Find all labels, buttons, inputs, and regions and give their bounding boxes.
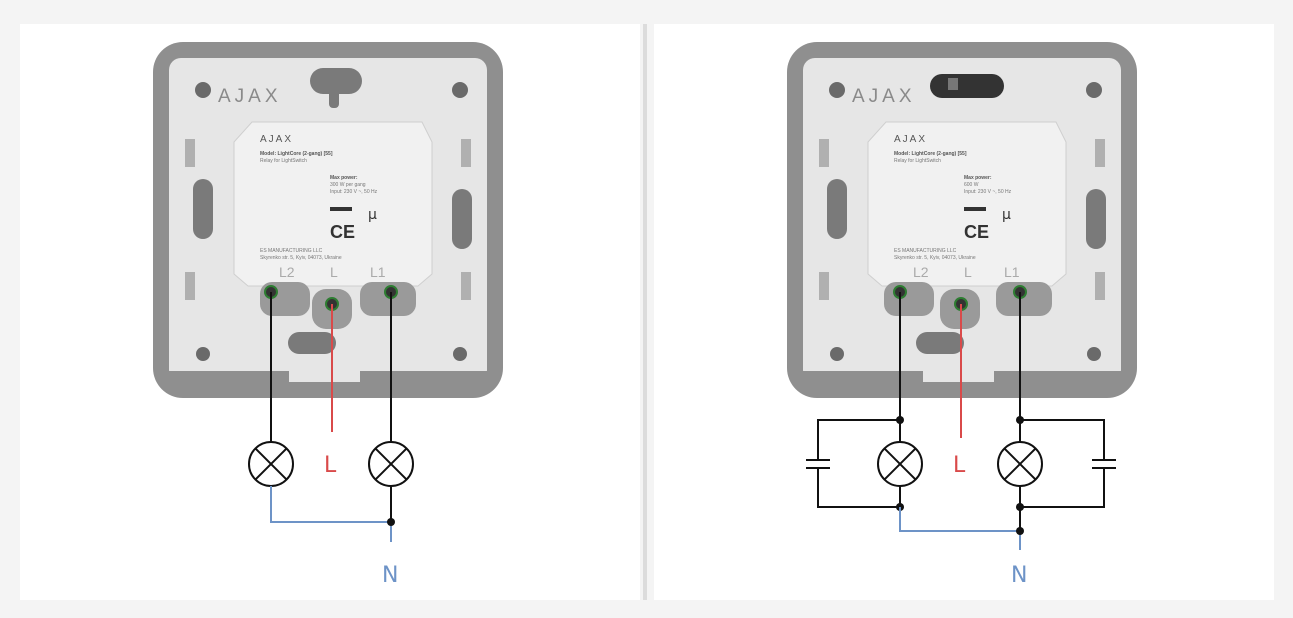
terminal-label-l2: L2 [279,264,295,280]
lamp-icon-l1 [368,441,414,487]
terminal-label-l: L [964,264,972,280]
max-power-heading: Max power: [964,175,992,181]
terminal-label-l1: L1 [1004,264,1020,280]
relay-model-label: Model: LightCore (2-gang) [55] [260,151,333,157]
diagram-canvas: AJAX AJAX Model: LightCore (2-gang) [55]… [787,42,1137,588]
micro-disconnect-mark: μ [368,207,377,223]
neutral-junction [387,518,395,526]
plate-brand-logo: AJAX [218,86,282,107]
screw-hole-bottom-right [1087,347,1101,361]
wiring-diagram-without-capacitors: AJAX AJAX Model: LightCore (2-gang) [55]… [20,24,640,600]
capacitor-loop-right [1020,419,1105,454]
manufacturer-line2: Skyrenko str. 5, Kyiv, 04073, Ukraine [894,255,976,261]
relay-device: AJAX AJAX Model: LightCore (2-gang) [55]… [787,42,1137,398]
mounting-keyhole-top [310,68,362,94]
mounting-keyhole-top [930,74,1004,98]
input-rating-label: Input: 230 V ~, 50 Hz [964,189,1012,195]
relay-body [233,121,433,287]
max-power-heading: Max power: [330,175,358,181]
relay-body [867,121,1067,287]
terminal-label-l: L [330,264,338,280]
ce-mark: CE [964,222,989,242]
max-power-value: 600 W [964,182,979,188]
neutral-bus [270,486,391,523]
screw-hole-top-left [829,82,845,98]
neutral-bus [899,507,1020,532]
max-power-value: 300 W per gang [330,182,366,188]
lamp-icon-l2 [877,441,923,487]
panel-divider [643,24,647,600]
input-rating-label: Input: 230 V ~, 50 Hz [330,189,378,195]
relay-subtitle-label: Relay for LightSwitch [894,158,941,164]
live-label: L [953,453,966,478]
micro-disconnect-mark: μ [1002,207,1011,223]
wiring [248,292,414,542]
neutral-junction [1016,527,1024,535]
screw-hole-top-right [452,82,468,98]
capacitor-icon-left [806,454,830,474]
screw-hole-bottom-left [196,347,210,361]
capacitor-loop-left [817,419,900,454]
screw-hole-bottom-right [453,347,467,361]
wiring [806,292,1116,550]
relay-model-label: Model: LightCore (2-gang) [55] [894,151,967,157]
terminal-label-l2: L2 [913,264,929,280]
wiring-diagram-with-capacitors: AJAX AJAX Model: LightCore (2-gang) [55]… [654,24,1274,600]
screw-hole-top-left [195,82,211,98]
neutral-label: N [382,563,398,588]
capacitor-icon-right [1092,454,1116,474]
relay-device: AJAX AJAX Model: LightCore (2-gang) [55]… [153,42,503,398]
ce-mark: CE [330,222,355,242]
manufacturer-line1: ES MANUFACTURING LLC [894,248,957,254]
manufacturer-line2: Skyrenko str. 5, Kyiv, 04073, Ukraine [260,255,342,261]
lamp-icon-l2 [248,441,294,487]
terminal-label-l1: L1 [370,264,386,280]
relay-brand-label: AJAX [894,134,927,145]
diagram-canvas: AJAX AJAX Model: LightCore (2-gang) [55]… [153,42,503,588]
plate-brand-logo: AJAX [852,86,916,107]
neutral-label: N [1011,563,1027,588]
wire-strip-icon [964,207,986,211]
screw-hole-top-right [1086,82,1102,98]
live-label: L [324,453,337,478]
manufacturer-line1: ES MANUFACTURING LLC [260,248,323,254]
screw-hole-bottom-left [830,347,844,361]
wire-strip-icon [330,207,352,211]
relay-subtitle-label: Relay for LightSwitch [260,158,307,164]
lamp-icon-l1 [997,441,1043,487]
relay-brand-label: AJAX [260,134,293,145]
